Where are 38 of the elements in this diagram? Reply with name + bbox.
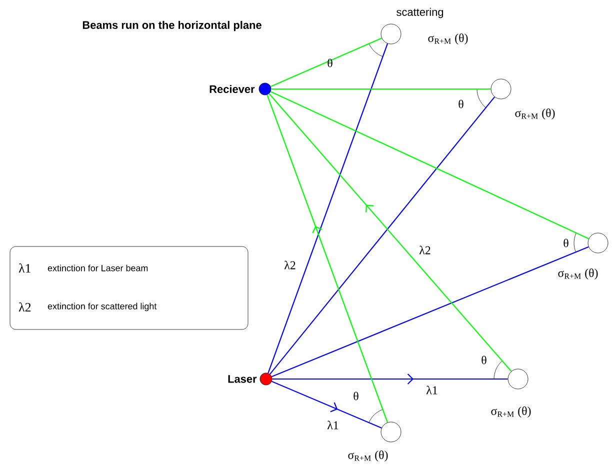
symbol-label: λ1 [426, 386, 438, 394]
beam-line [272, 246, 589, 378]
symbol-label: λ1 [327, 420, 338, 430]
node-label: σ$_{R+M}$ (θ) [491, 406, 531, 418]
beam-line [270, 38, 382, 88]
dot [260, 372, 272, 386]
scattering-circle [508, 368, 528, 390]
legend-box [10, 246, 248, 330]
symbol-label: θ [328, 58, 332, 68]
symbol-label: θ [458, 100, 464, 108]
legend-text: extinction for scattered light [48, 302, 157, 312]
node-label: σ$_{R+M}$ (θ) [348, 450, 388, 462]
dot [258, 82, 272, 96]
beam-line [268, 43, 388, 374]
node-label: Laser [228, 375, 257, 383]
scattering-circle [490, 78, 512, 100]
node-label: σ$_{R+M}$ (θ) [558, 268, 598, 280]
beam-line [266, 94, 388, 423]
symbol-label: λ2 [419, 246, 430, 254]
beam-line [272, 380, 382, 429]
node-label: σ$_{R+M}$ (θ) [515, 108, 555, 120]
symbol-label: λ1 [18, 263, 31, 273]
symbol-label: λ2 [18, 302, 31, 312]
title: Beams run on the horizontal plane [82, 20, 262, 32]
beam-line [270, 91, 589, 240]
symbol-label: θ [482, 356, 486, 364]
beam-line [271, 88, 491, 90]
node-label: scattering [396, 8, 444, 18]
beam-line [272, 374, 508, 384]
node-label: Reciever [210, 84, 255, 94]
scattering-circle [380, 422, 402, 442]
scattering-circle [380, 24, 402, 44]
scattering-circle [588, 232, 608, 254]
symbol-label: θ [354, 392, 358, 400]
legend-text: extinction for Laser beam [48, 264, 148, 272]
symbol-label: θ [564, 238, 568, 248]
node-label: σ$_{R+M}$ (θ) [428, 34, 468, 44]
symbol-label: λ2 [284, 260, 296, 270]
